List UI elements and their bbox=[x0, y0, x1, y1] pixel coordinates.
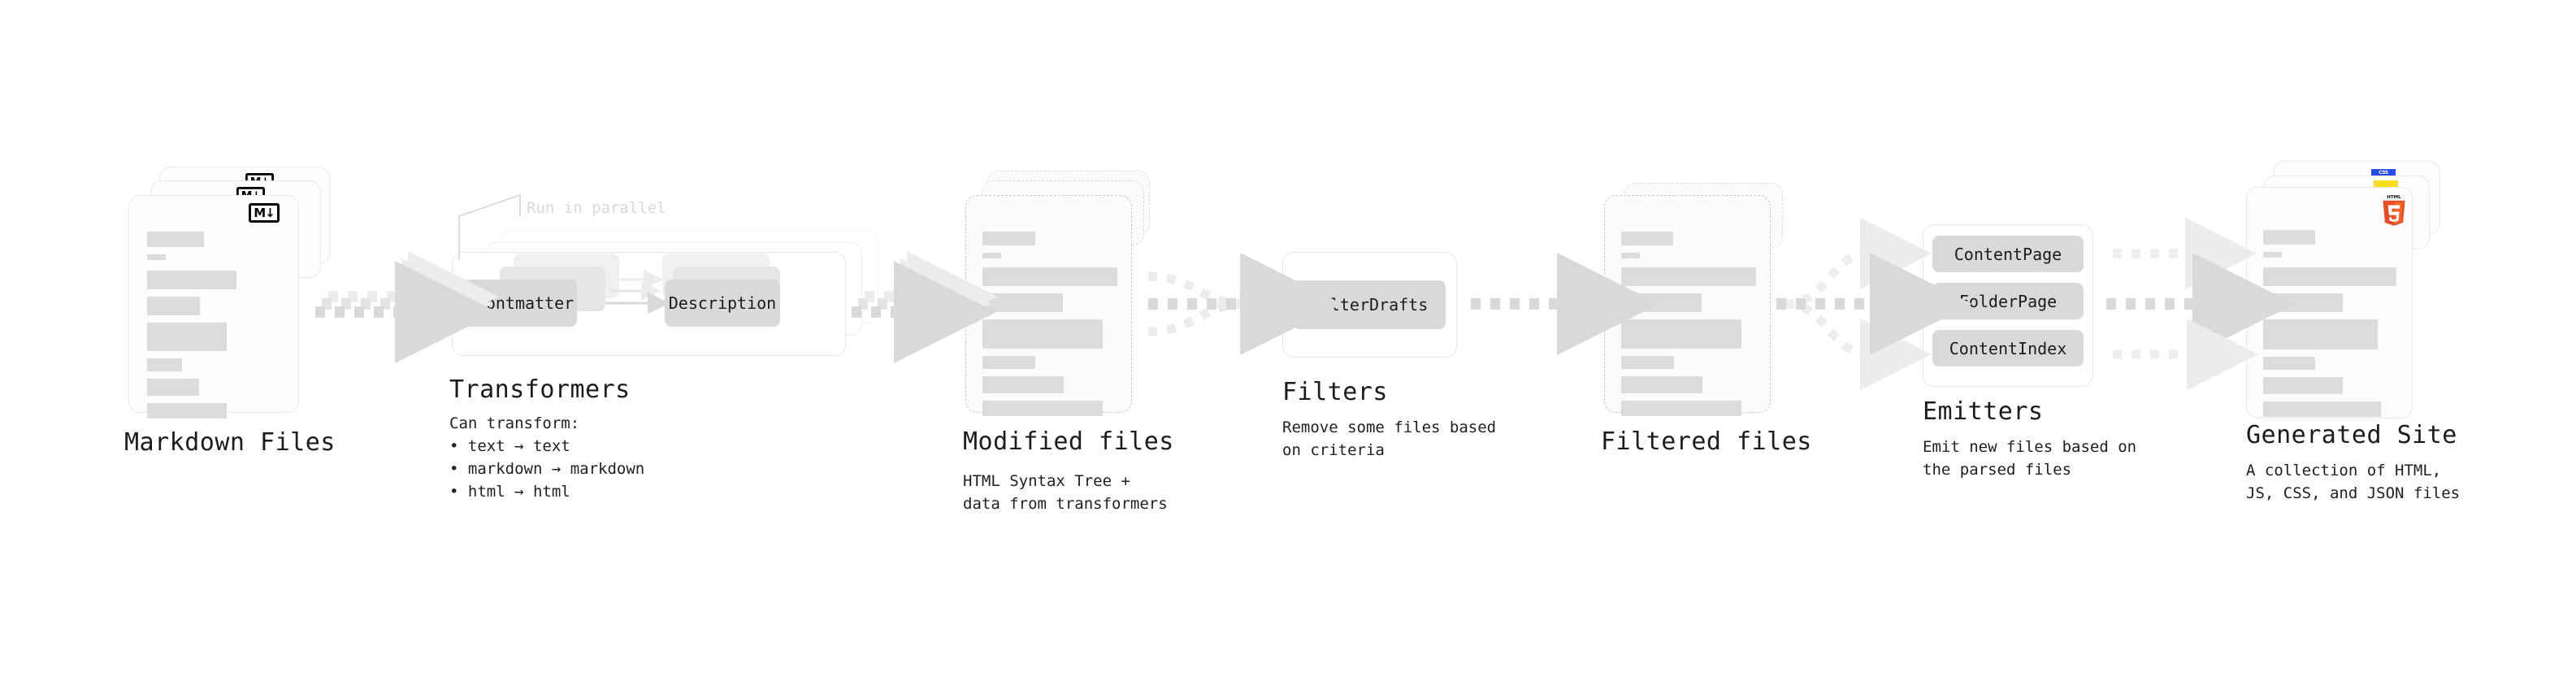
doc-line bbox=[147, 358, 182, 371]
emitter-chip-folderpage[interactable]: FolderPage bbox=[1932, 283, 2084, 319]
doc-line bbox=[982, 401, 1103, 416]
generated-card-lines bbox=[2263, 230, 2397, 424]
stage-desc-emitters: Emit new files based on the parsed files bbox=[1923, 438, 2137, 479]
markdown-card-front bbox=[128, 195, 299, 419]
modified-card-lines bbox=[982, 232, 1117, 423]
doc-line bbox=[2263, 357, 2315, 370]
stage-desc-transformers: Can transform: • text → text • markdown … bbox=[449, 414, 645, 501]
doc-line bbox=[147, 323, 227, 351]
stage-title-transformers: Transformers bbox=[449, 375, 631, 404]
filtered-card-lines bbox=[1621, 232, 1756, 423]
doc-line bbox=[2263, 293, 2343, 312]
doc-line bbox=[147, 271, 236, 289]
arrow-filtered-to-emitters bbox=[1776, 218, 1972, 390]
stage-title-generated-site: Generated Site bbox=[2246, 421, 2457, 449]
doc-line bbox=[147, 403, 227, 419]
doc-line bbox=[2263, 267, 2396, 286]
arrow-emitters-to-site bbox=[2106, 218, 2295, 390]
doc-line bbox=[2263, 319, 2378, 349]
filtered-card-front bbox=[1604, 195, 1771, 416]
transformer-chip-frontmatter[interactable]: Frontmatter bbox=[463, 280, 577, 327]
doc-line bbox=[147, 379, 199, 396]
transformer-chip-description[interactable]: Description bbox=[665, 280, 780, 327]
doc-line bbox=[982, 356, 1035, 369]
doc-line bbox=[1621, 319, 1741, 349]
doc-line bbox=[982, 293, 1063, 312]
doc-line bbox=[982, 232, 1035, 245]
svg-text:HTML: HTML bbox=[2387, 195, 2401, 200]
stage-title-filters: Filters bbox=[1282, 378, 1388, 406]
doc-line bbox=[1621, 376, 1702, 393]
html5-logo-icon: HTML bbox=[2383, 195, 2405, 226]
doc-line bbox=[147, 254, 166, 260]
stage-desc-generated-site: A collection of HTML, JS, CSS, and JSON … bbox=[2246, 462, 2461, 502]
arrow-modified-to-filters bbox=[1147, 253, 1342, 355]
doc-line bbox=[147, 297, 200, 315]
doc-line bbox=[147, 232, 204, 247]
doc-line bbox=[2263, 252, 2282, 258]
emitter-chip-contentindex[interactable]: ContentIndex bbox=[1932, 330, 2084, 367]
stage-desc-filters: Remove some files based on criteria bbox=[1282, 419, 1497, 459]
stage-title-markdown-files: Markdown Files bbox=[124, 428, 336, 457]
doc-line bbox=[1621, 267, 1756, 286]
doc-line bbox=[1621, 401, 1741, 416]
arrow-markdown-to-transformers bbox=[315, 251, 499, 363]
stage-title-emitters: Emitters bbox=[1923, 397, 2044, 426]
doc-line bbox=[1621, 356, 1674, 369]
filter-chip-filterdrafts[interactable]: FilterDrafts bbox=[1293, 280, 1446, 329]
markdown-card-lines bbox=[147, 232, 284, 426]
doc-line bbox=[982, 267, 1117, 286]
css-badge: CSS bbox=[2371, 169, 2396, 176]
markdown-file-icon: M↓ bbox=[249, 203, 280, 223]
doc-line bbox=[982, 376, 1064, 393]
run-in-parallel-label: Run in parallel bbox=[527, 199, 666, 217]
emitter-chip-contentpage[interactable]: ContentPage bbox=[1932, 236, 2084, 272]
stage-title-modified-files: Modified files bbox=[963, 427, 1174, 456]
doc-line bbox=[2263, 401, 2381, 417]
stage-title-filtered-files: Filtered files bbox=[1601, 427, 1812, 456]
modified-card-front bbox=[965, 195, 1132, 416]
doc-line bbox=[1621, 253, 1640, 258]
doc-line bbox=[1621, 293, 1702, 312]
stage-desc-modified-files: HTML Syntax Tree + data from transformer… bbox=[963, 472, 1168, 513]
doc-line bbox=[2263, 230, 2315, 245]
doc-line bbox=[982, 253, 1001, 258]
doc-line bbox=[1621, 232, 1673, 245]
doc-line bbox=[982, 319, 1103, 349]
doc-line bbox=[2263, 377, 2343, 394]
